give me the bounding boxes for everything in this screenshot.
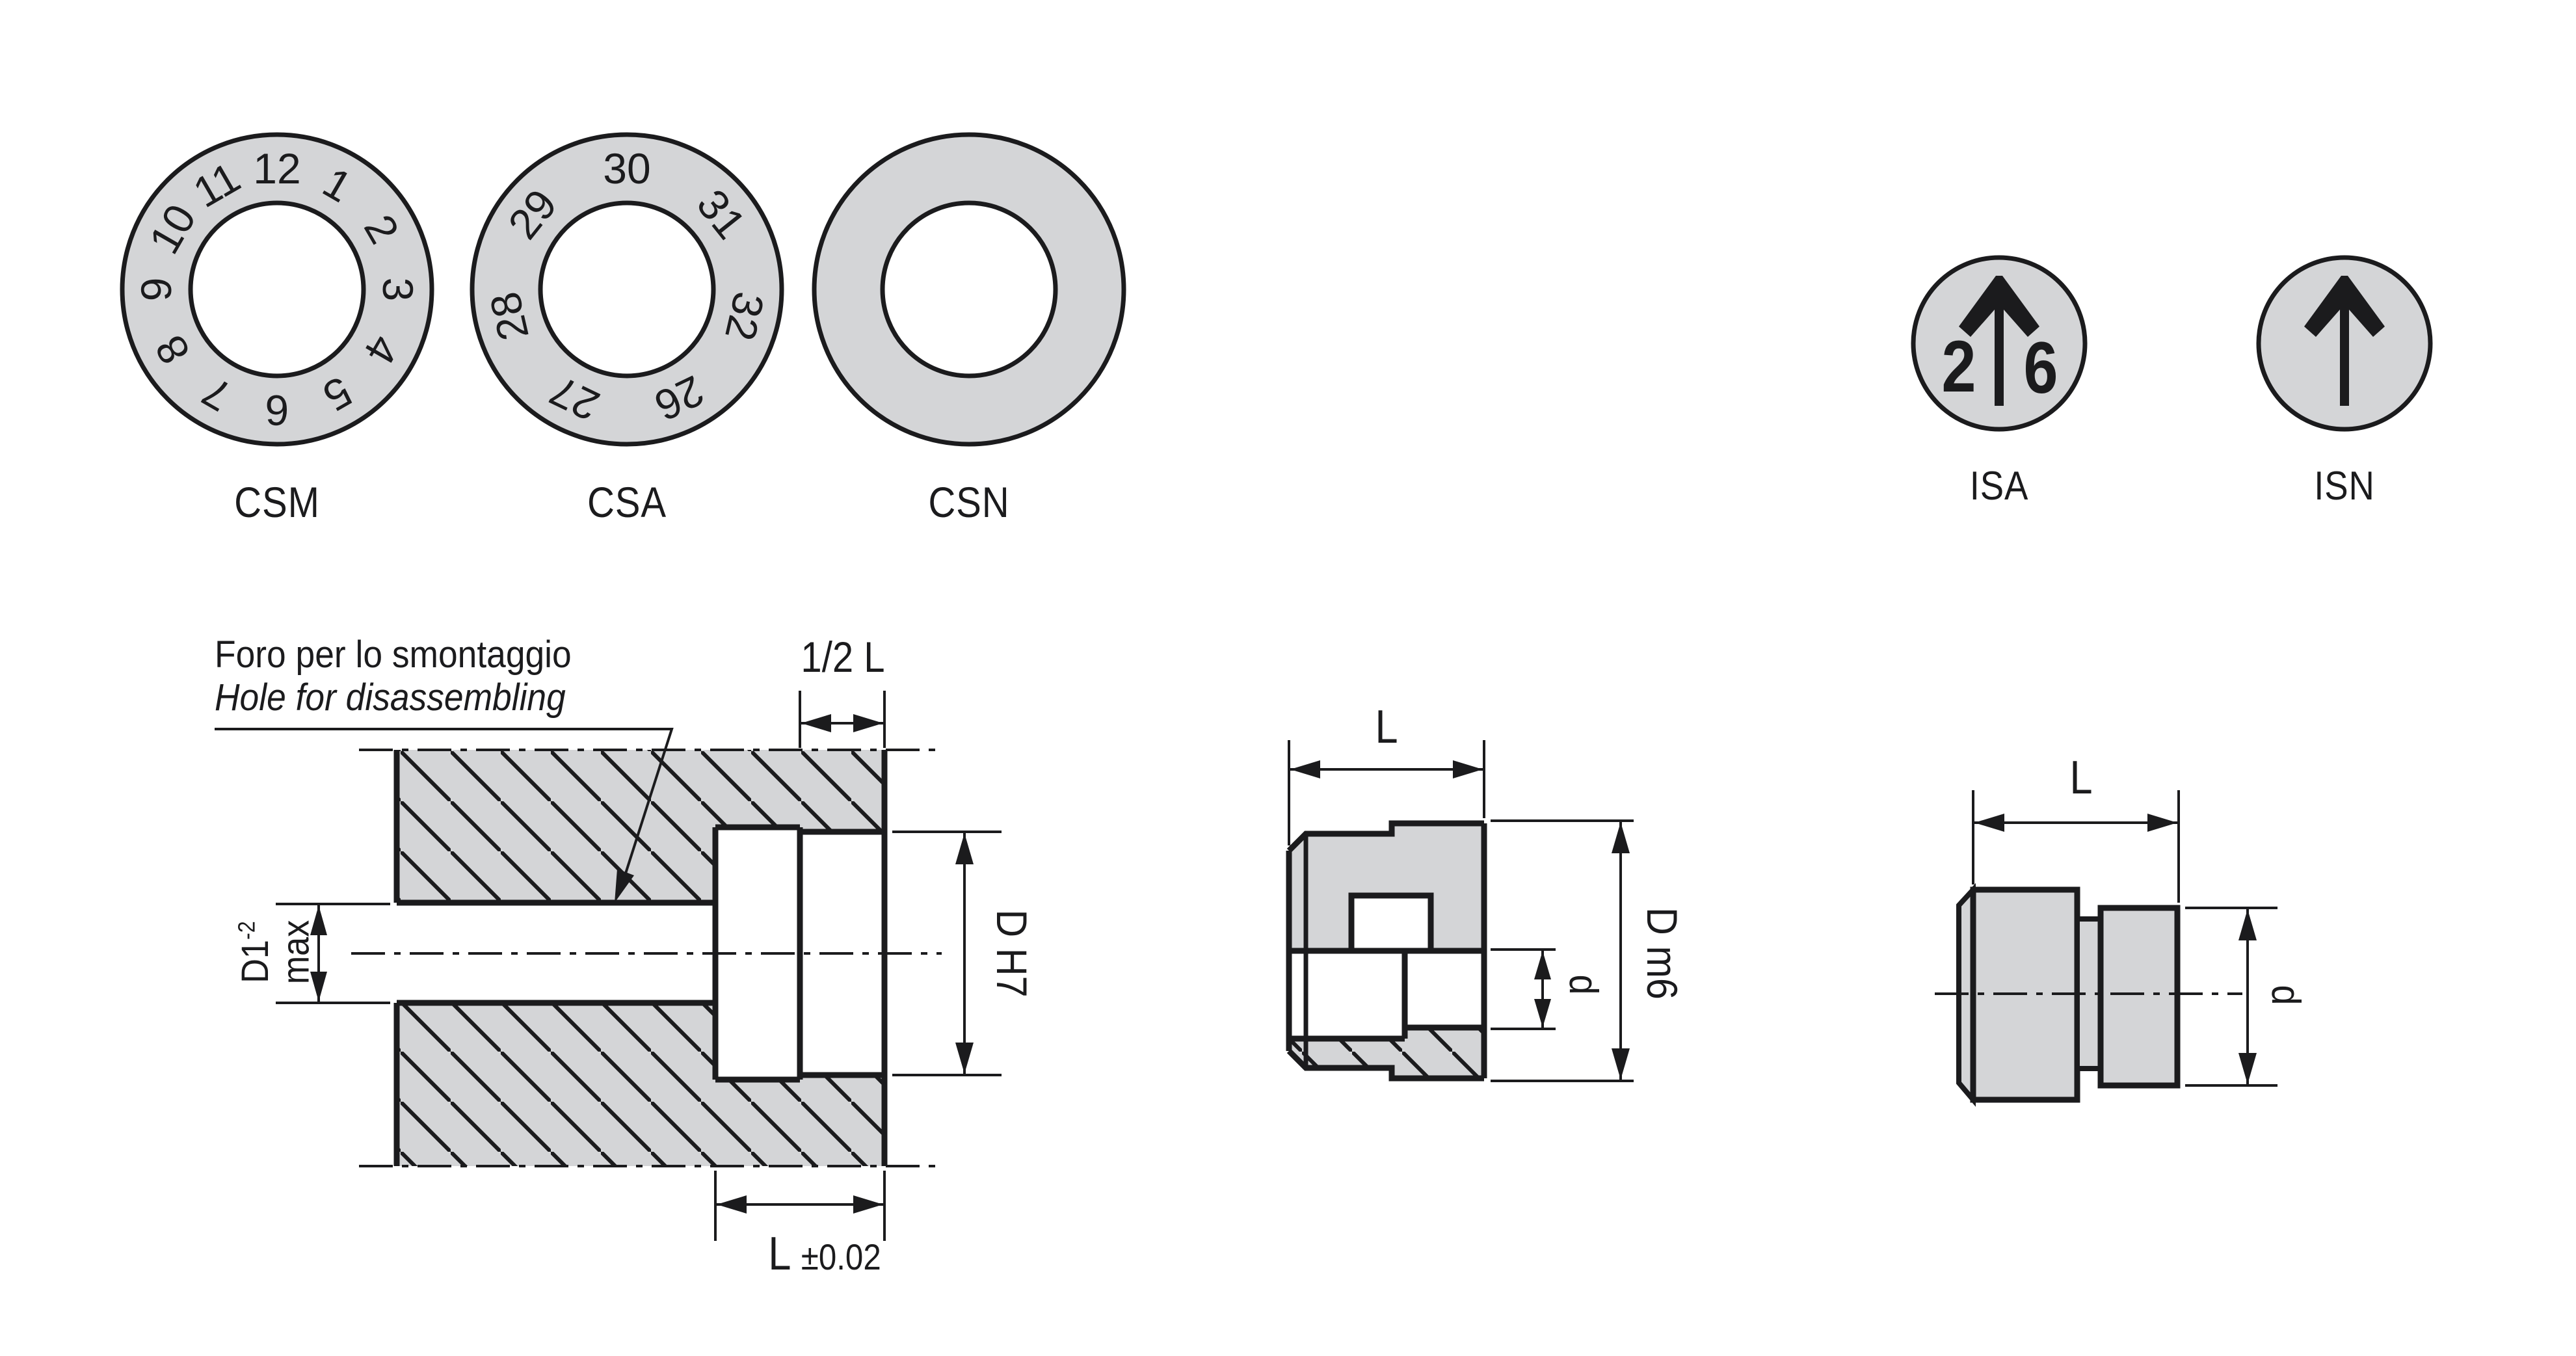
dim-half-length-label: 1/2 L (801, 633, 885, 681)
insert-dim-length-label: L (1375, 701, 1398, 753)
isn-label: ISN (2314, 464, 2375, 509)
dim-length-tolerance: ±0.02 (801, 1236, 881, 1277)
dim-bore-label: D1-2 max (233, 920, 317, 985)
isn-indicator-graphic (2256, 255, 2433, 432)
csn-ring-graphic (812, 132, 1126, 447)
dim-length-symbol: L (768, 1228, 790, 1280)
arrow-insert-side-view (1935, 790, 2277, 1107)
csa-ring-graphic (470, 132, 784, 447)
dim-bore-tolerance: -2 (233, 921, 260, 940)
mounting-section-view (215, 691, 1002, 1241)
insert-dim-core-label: d (1561, 974, 1606, 995)
csa-label: CSA (587, 478, 667, 526)
csn-label: CSN (928, 478, 1010, 526)
ring-number: 6 (265, 386, 289, 434)
dim-bore-symbol: D1 (234, 940, 277, 983)
dim-length-label: L ±0.02 (768, 1230, 881, 1277)
isa-digit-left: 2 (1941, 326, 1976, 407)
isa-indicator-graphic (1911, 255, 2088, 432)
insert-dim-outer-label: D m6 (1638, 907, 1686, 1000)
ring-number: 28 (480, 287, 538, 345)
arrow-insert-dim-length-label: L (2069, 752, 2093, 804)
ring-number: 3 (374, 277, 422, 302)
ring-number: 12 (253, 144, 301, 193)
up-arrow-icon (2304, 276, 2385, 406)
csm-label: CSM (234, 478, 320, 526)
dim-fit-label: D H7 (988, 909, 1036, 998)
csm-ring-graphic (120, 132, 434, 447)
arrow-insert-dim-head-label: d (2263, 985, 2308, 1005)
note-english: Hole for disassembling (215, 676, 566, 719)
insert-section-view (1286, 740, 1634, 1082)
dim-bore-max: max (274, 920, 317, 985)
note-italian: Foro per lo smontaggio (215, 633, 572, 676)
ring-number: 9 (132, 277, 180, 302)
isa-digit-right: 6 (2023, 327, 2058, 408)
up-arrow-icon (1959, 276, 2039, 406)
isa-label: ISA (1969, 464, 2029, 509)
ring-number: 30 (603, 144, 651, 193)
ring-number: 32 (716, 287, 774, 345)
